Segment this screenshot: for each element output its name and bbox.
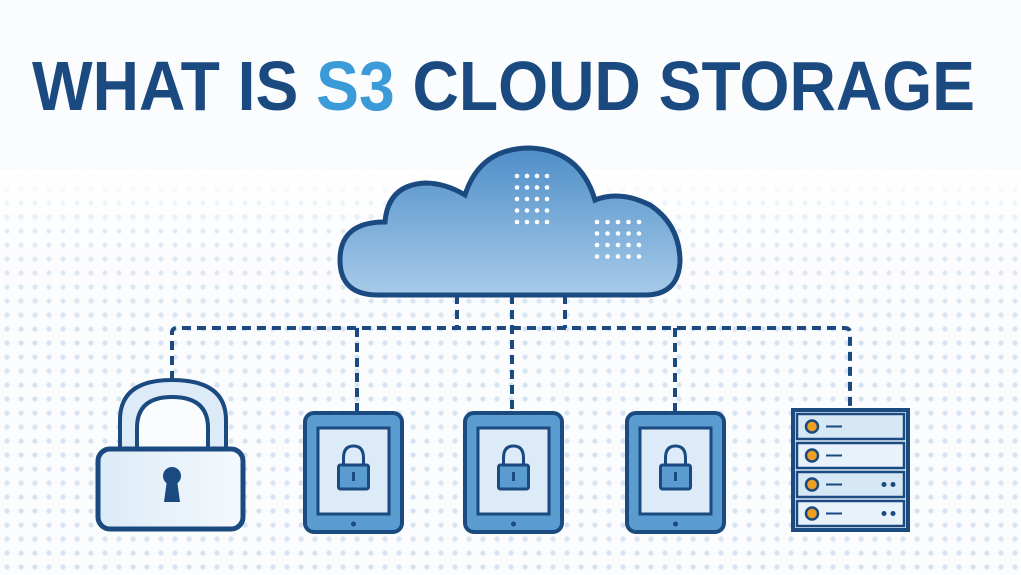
server-unit	[795, 441, 906, 470]
title-highlight: S3	[316, 47, 395, 125]
server-unit	[795, 499, 906, 528]
title-text: CLOUD STORAGE	[395, 47, 975, 125]
title-text: WHAT IS	[32, 47, 316, 125]
cloud-icon	[337, 145, 683, 298]
server-unit	[795, 470, 906, 499]
tablet-lock-icon	[463, 411, 564, 534]
server-rack-icon	[791, 408, 910, 532]
tablet-lock-icon	[303, 411, 404, 534]
server-unit	[795, 412, 906, 441]
padlock-icon	[95, 377, 246, 532]
dashed-connectors	[170, 295, 852, 412]
page-title: WHAT IS S3 CLOUD STORAGE	[32, 47, 975, 125]
tablet-lock-icon	[625, 411, 726, 534]
